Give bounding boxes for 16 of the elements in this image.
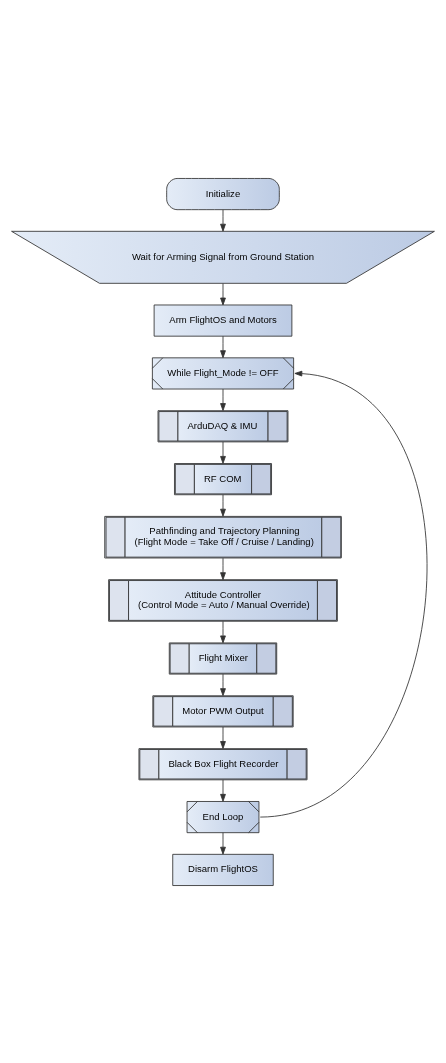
arrow xyxy=(220,208,226,232)
arrow xyxy=(220,673,226,696)
arrow xyxy=(259,370,427,817)
node-box: Disarm FlightOS xyxy=(172,853,274,886)
node-box: Initialize xyxy=(166,177,280,210)
node-box: Arm FlightOS and Motors xyxy=(153,304,293,337)
arrow xyxy=(220,831,226,855)
arrow xyxy=(220,493,226,517)
arrow xyxy=(220,282,226,305)
arrow xyxy=(220,778,226,802)
arrow xyxy=(220,388,226,411)
arrow xyxy=(220,726,226,749)
arrow xyxy=(220,557,226,580)
arrow xyxy=(220,335,226,358)
arrow xyxy=(220,441,226,464)
arrow xyxy=(220,620,226,643)
